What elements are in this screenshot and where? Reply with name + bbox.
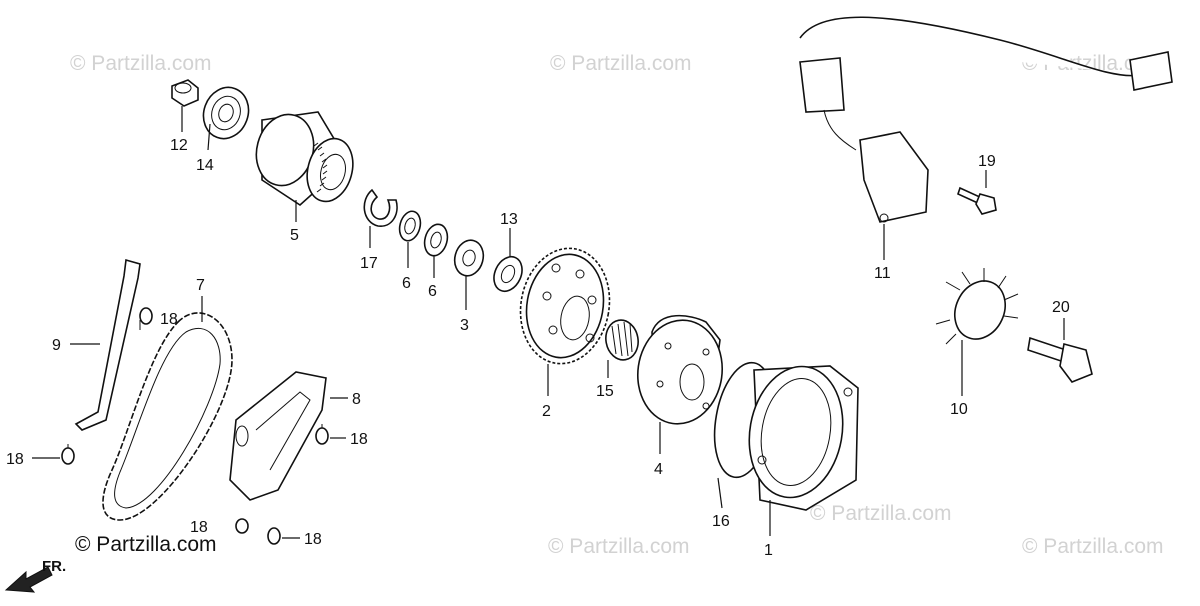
part-11-pulse-generator [799, 16, 1173, 223]
callout-4: 4 [654, 461, 663, 478]
part-10-reluctor [935, 268, 1019, 345]
front-arrow-icon: FR. [4, 558, 66, 593]
callout-9: 9 [52, 337, 61, 354]
callout-18: 18 [160, 311, 178, 328]
callout-18: 18 [190, 519, 208, 536]
watermark: © Partzilla.com [550, 52, 692, 75]
callout-17: 17 [360, 255, 378, 272]
part-18-bolt [235, 518, 249, 534]
part-12-nut [171, 79, 199, 107]
callout-15: 15 [596, 383, 614, 400]
part-8-tensioner [229, 371, 327, 501]
callout-14: 14 [196, 157, 214, 174]
part-4-flywheel [636, 314, 724, 425]
orientation-label: FR. [42, 558, 66, 575]
callout-6: 6 [428, 283, 437, 300]
callout-18: 18 [6, 451, 24, 468]
callout-5: 5 [290, 227, 299, 244]
part-1-cover [748, 365, 859, 511]
callout-18: 18 [304, 531, 322, 548]
part-7-cam-chain [102, 312, 233, 521]
part-3-thrust-washer [453, 239, 485, 277]
part-18-bolt [61, 444, 75, 465]
callout-18: 18 [350, 431, 368, 448]
part-2-driven-gear [519, 247, 611, 365]
callout-16: 16 [712, 513, 730, 530]
watermark-foreground: © Partzilla.com [75, 533, 217, 556]
watermark: © Partzilla.com [810, 502, 952, 525]
callout-13: 13 [500, 211, 518, 228]
callout-7: 7 [196, 277, 205, 294]
callout-10: 10 [950, 401, 968, 418]
callout-labels: 1 2 3 4 5 6 6 7 8 9 10 11 12 13 14 15 16… [6, 137, 1070, 559]
leader-lines [32, 106, 1065, 539]
callout-11: 11 [874, 265, 891, 282]
callout-19: 19 [978, 153, 996, 170]
part-6-washer [398, 210, 422, 242]
callout-3: 3 [460, 317, 469, 334]
part-17-snap-ring [363, 188, 398, 227]
part-18-bolt [139, 307, 153, 330]
part-15-needle-bearing [605, 319, 639, 361]
part-14-bearing [202, 86, 250, 140]
part-20-bolt [1027, 336, 1093, 383]
part-6-washer [423, 223, 449, 257]
part-19-bolt [957, 186, 997, 215]
watermark: © Partzilla.com [548, 535, 690, 558]
watermark: © Partzilla.com [1022, 535, 1164, 558]
callout-6: 6 [402, 275, 411, 292]
part-18-bolt [267, 527, 281, 545]
part-5-starter-clutch [255, 111, 354, 207]
watermark: © Partzilla.com [70, 52, 212, 75]
part-18-bolt [315, 424, 329, 445]
callout-1: 1 [764, 542, 773, 559]
callout-20: 20 [1052, 299, 1070, 316]
callout-8: 8 [352, 391, 361, 408]
callout-2: 2 [542, 403, 551, 420]
callout-12: 12 [170, 137, 188, 154]
part-13-washer [493, 255, 523, 293]
part-9-chain-guide [74, 258, 141, 431]
